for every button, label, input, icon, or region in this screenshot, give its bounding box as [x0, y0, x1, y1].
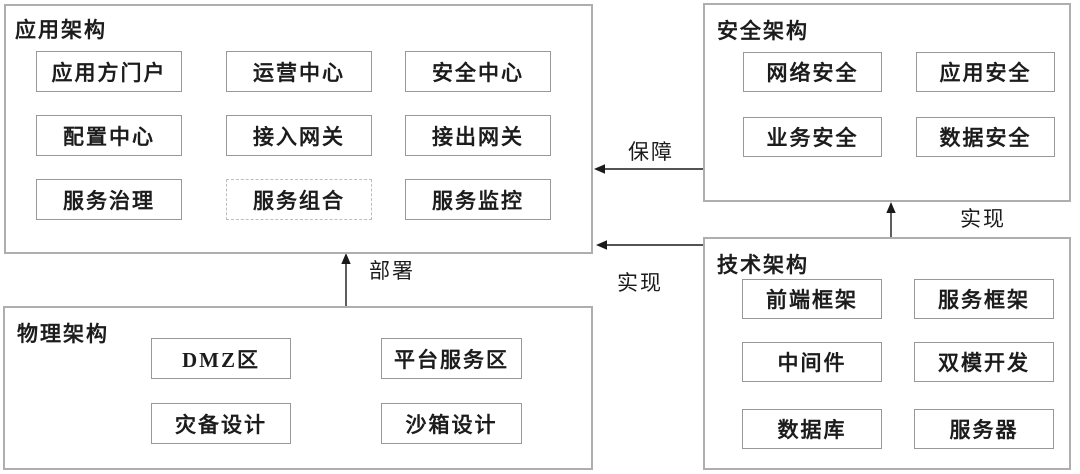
component-label: DMZ区: [182, 347, 260, 372]
component-box: 沙箱设计: [381, 403, 522, 444]
component-label: 前端框架: [766, 288, 858, 312]
edge-label-realize-security: 实现: [960, 207, 1006, 231]
component-label: 数据库: [777, 418, 847, 442]
group-title: 应用架构: [15, 18, 107, 42]
component-box-dashed: 服务组合: [226, 179, 372, 220]
component-label: 网络安全: [766, 61, 859, 85]
component-box: 中间件: [742, 342, 882, 382]
component-label: 服务治理: [63, 188, 155, 213]
group-title: 安全架构: [717, 19, 809, 43]
component-label: 中间件: [777, 351, 847, 375]
component-box: 配置中心: [36, 115, 182, 156]
component-box: 安全中心: [405, 51, 551, 92]
component-label: 服务框架: [938, 288, 1030, 312]
arrow-realize-app: [596, 240, 703, 250]
edge-label-guarantee: 保障: [628, 140, 674, 164]
component-box: 数据库: [742, 409, 882, 449]
group-title: 物理架构: [17, 322, 109, 346]
component-label: 服务器: [949, 418, 1019, 442]
component-label: 配置中心: [63, 124, 155, 149]
component-label: 服务监控: [432, 188, 524, 213]
component-label: 数据安全: [939, 126, 1032, 150]
arrow-deploy: [341, 253, 351, 306]
edge-label-deploy: 部署: [369, 259, 415, 283]
component-label: 接出网关: [432, 124, 524, 149]
component-label: 平台服务区: [394, 347, 509, 372]
component-box: 服务器: [914, 409, 1054, 449]
group-title: 技术架构: [717, 253, 809, 277]
component-box: 应用安全: [916, 52, 1055, 92]
component-box: 运营中心: [226, 51, 372, 92]
component-box: 接出网关: [405, 115, 551, 156]
edge-label-realize-app: 实现: [617, 271, 663, 295]
component-box: 服务框架: [914, 279, 1054, 319]
component-box: 接入网关: [226, 115, 372, 156]
component-box: 应用方门户: [36, 51, 182, 92]
group-application-architecture: 应用架构 应用方门户 运营中心 安全中心 配置中心 接入网关 接出网关 服务治理…: [4, 4, 593, 254]
component-box: 业务安全: [743, 117, 882, 157]
component-label: 接入网关: [253, 124, 345, 149]
group-security-architecture: 安全架构 网络安全 应用安全 业务安全 数据安全: [703, 3, 1071, 202]
component-box: 灾备设计: [151, 403, 291, 444]
component-label: 服务组合: [253, 188, 345, 213]
component-label: 运营中心: [253, 60, 345, 85]
arrow-realize-security: [886, 202, 896, 237]
component-label: 应用方门户: [51, 60, 167, 85]
component-box: 服务治理: [36, 179, 182, 220]
component-label: 灾备设计: [175, 412, 267, 437]
component-box: 平台服务区: [381, 338, 522, 379]
component-label: 应用安全: [939, 61, 1032, 85]
group-physical-architecture: 物理架构 DMZ区 平台服务区 灾备设计 沙箱设计: [3, 306, 593, 470]
component-label: 沙箱设计: [405, 412, 498, 437]
component-box: 服务监控: [405, 179, 551, 220]
component-box: 前端框架: [742, 279, 882, 319]
component-box: 双模开发: [914, 342, 1054, 382]
component-label: 双模开发: [938, 351, 1030, 375]
group-technical-architecture: 技术架构 前端框架 服务框架 中间件 双模开发 数据库 服务器: [703, 237, 1071, 470]
component-box: 网络安全: [743, 52, 882, 92]
component-box: 数据安全: [916, 117, 1055, 157]
component-label: 安全中心: [432, 60, 524, 85]
component-label: 业务安全: [766, 126, 859, 150]
component-box: DMZ区: [151, 338, 291, 379]
